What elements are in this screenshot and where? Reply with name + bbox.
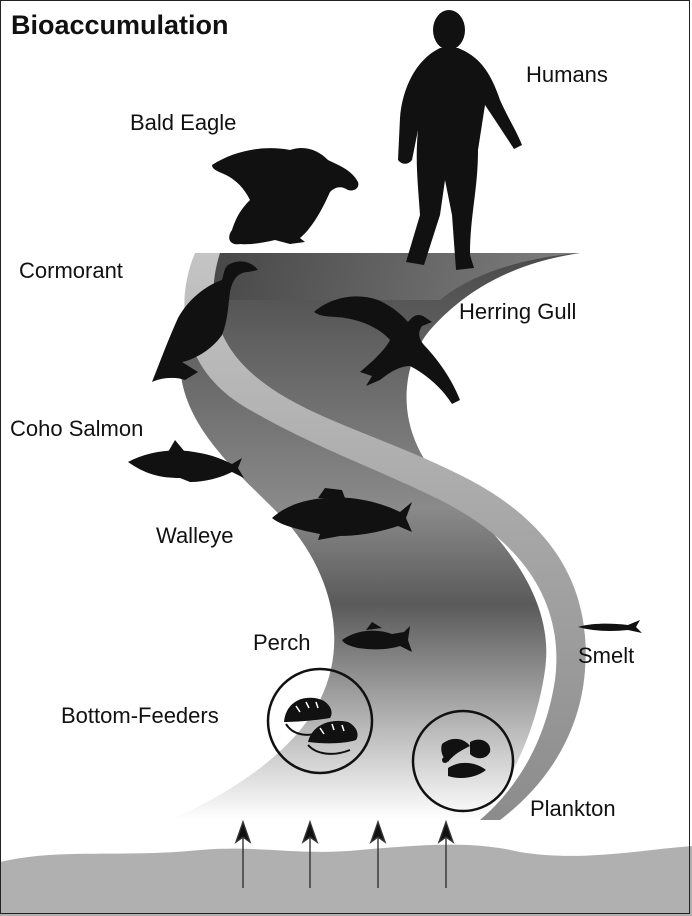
label-bald-eagle: Bald Eagle (130, 112, 236, 134)
label-plankton: Plankton (530, 798, 616, 820)
label-bottom-feeders: Bottom-Feeders (61, 705, 219, 727)
label-walleye: Walleye (156, 525, 233, 547)
label-cormorant: Cormorant (19, 260, 123, 282)
diagram-title: Bioaccumulation (11, 12, 229, 39)
bald-eagle-silhouette-icon (212, 148, 358, 244)
fish-silhouette-icon (578, 620, 642, 633)
label-herring-gull: Herring Gull (459, 301, 576, 323)
label-perch: Perch (253, 632, 310, 654)
human-silhouette-icon (398, 10, 522, 270)
sediment-ground (0, 845, 692, 916)
food-chain-ribbon-top (195, 253, 580, 300)
label-smelt: Smelt (578, 645, 634, 667)
label-coho-salmon: Coho Salmon (10, 418, 143, 440)
label-humans: Humans (526, 64, 608, 86)
